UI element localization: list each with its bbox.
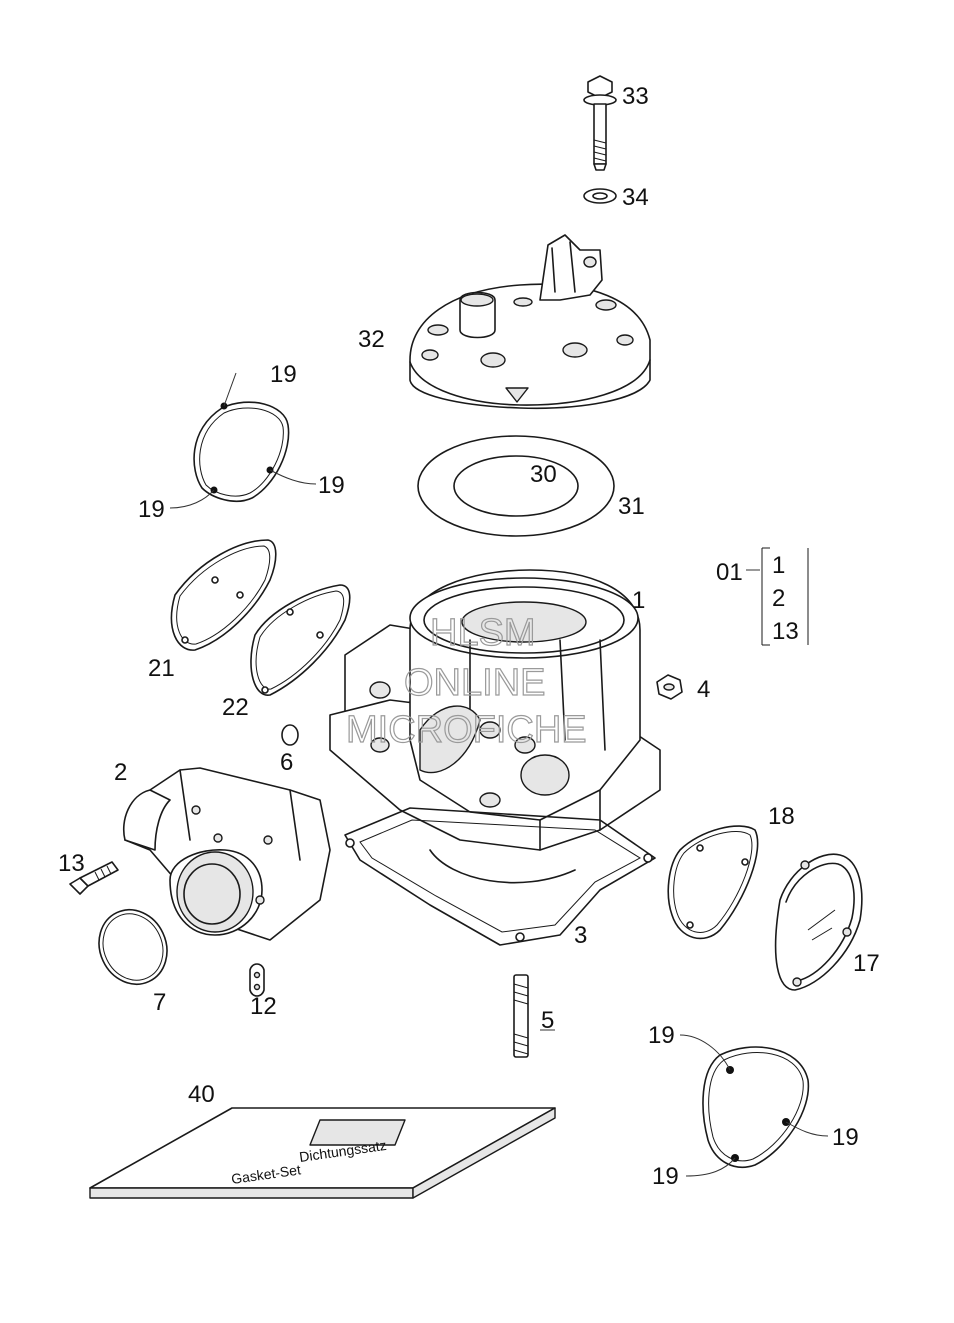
- label-17: 17: [853, 950, 880, 977]
- svg-text:MICROFICHE: MICROFICHE: [346, 709, 587, 751]
- cylinder-head-32: [409, 234, 651, 410]
- label-4: 4: [697, 676, 710, 703]
- label-19d: 19: [648, 1022, 675, 1049]
- bolt-33: [583, 75, 617, 171]
- label-31: 31: [618, 493, 645, 520]
- gasket-19-lower: [679, 1034, 829, 1177]
- cover-17: [774, 853, 863, 991]
- label-19b: 19: [318, 472, 345, 499]
- label-01-2: 2: [772, 585, 785, 612]
- label-18: 18: [768, 803, 795, 830]
- label-1: 1: [632, 587, 645, 614]
- label-01: 01: [716, 559, 743, 586]
- label-13: 13: [58, 850, 85, 877]
- gasket-21: [170, 539, 277, 651]
- label-19e: 19: [832, 1124, 859, 1151]
- plate-12: [249, 963, 265, 997]
- label-33: 33: [622, 83, 649, 110]
- exhaust-flange-2: [123, 767, 331, 941]
- label-01-1: 1: [772, 552, 785, 579]
- o-ring-7: [98, 909, 168, 985]
- svg-text:HLSM: HLSM: [430, 612, 536, 654]
- nut-4: [656, 674, 683, 700]
- label-12: 12: [250, 993, 277, 1020]
- label-5: 5: [541, 1007, 554, 1034]
- base-gasket-3: [344, 807, 656, 946]
- label-30: 30: [530, 461, 557, 488]
- washer-34: [583, 188, 617, 204]
- stud-5: [513, 974, 529, 1058]
- kit-01-bracket: [746, 547, 809, 646]
- label-7: 7: [153, 989, 166, 1016]
- label-22: 22: [222, 694, 249, 721]
- label-19a: 19: [270, 361, 297, 388]
- o-ring-6: [281, 724, 299, 746]
- label-01-13: 13: [772, 618, 799, 645]
- gasket-19-upper: [169, 372, 317, 509]
- part-labels: 33 34 32 19 19 19 30 31 01 1 2 13 1 21 2…: [58, 83, 880, 1190]
- gasket-18: [667, 825, 759, 940]
- label-21: 21: [148, 655, 175, 682]
- label-19c: 19: [138, 496, 165, 523]
- watermark: HLSM ONLINE MICROFICHE: [345, 611, 587, 751]
- label-2: 2: [114, 759, 127, 786]
- o-ring-31: [417, 435, 615, 537]
- label-6: 6: [280, 749, 293, 776]
- gasket-set-package-40: Dichtungssatz Gasket-Set: [89, 1107, 556, 1199]
- label-3: 3: [574, 922, 587, 949]
- label-19f: 19: [652, 1163, 679, 1190]
- svg-text:ONLINE: ONLINE: [404, 662, 545, 704]
- gasket-22: [250, 584, 351, 696]
- label-32: 32: [358, 326, 385, 353]
- label-40: 40: [188, 1081, 215, 1108]
- cylinder-1: [329, 569, 661, 851]
- o-ring-30: [453, 455, 579, 517]
- label-34: 34: [622, 184, 649, 211]
- screw-13: [69, 861, 119, 895]
